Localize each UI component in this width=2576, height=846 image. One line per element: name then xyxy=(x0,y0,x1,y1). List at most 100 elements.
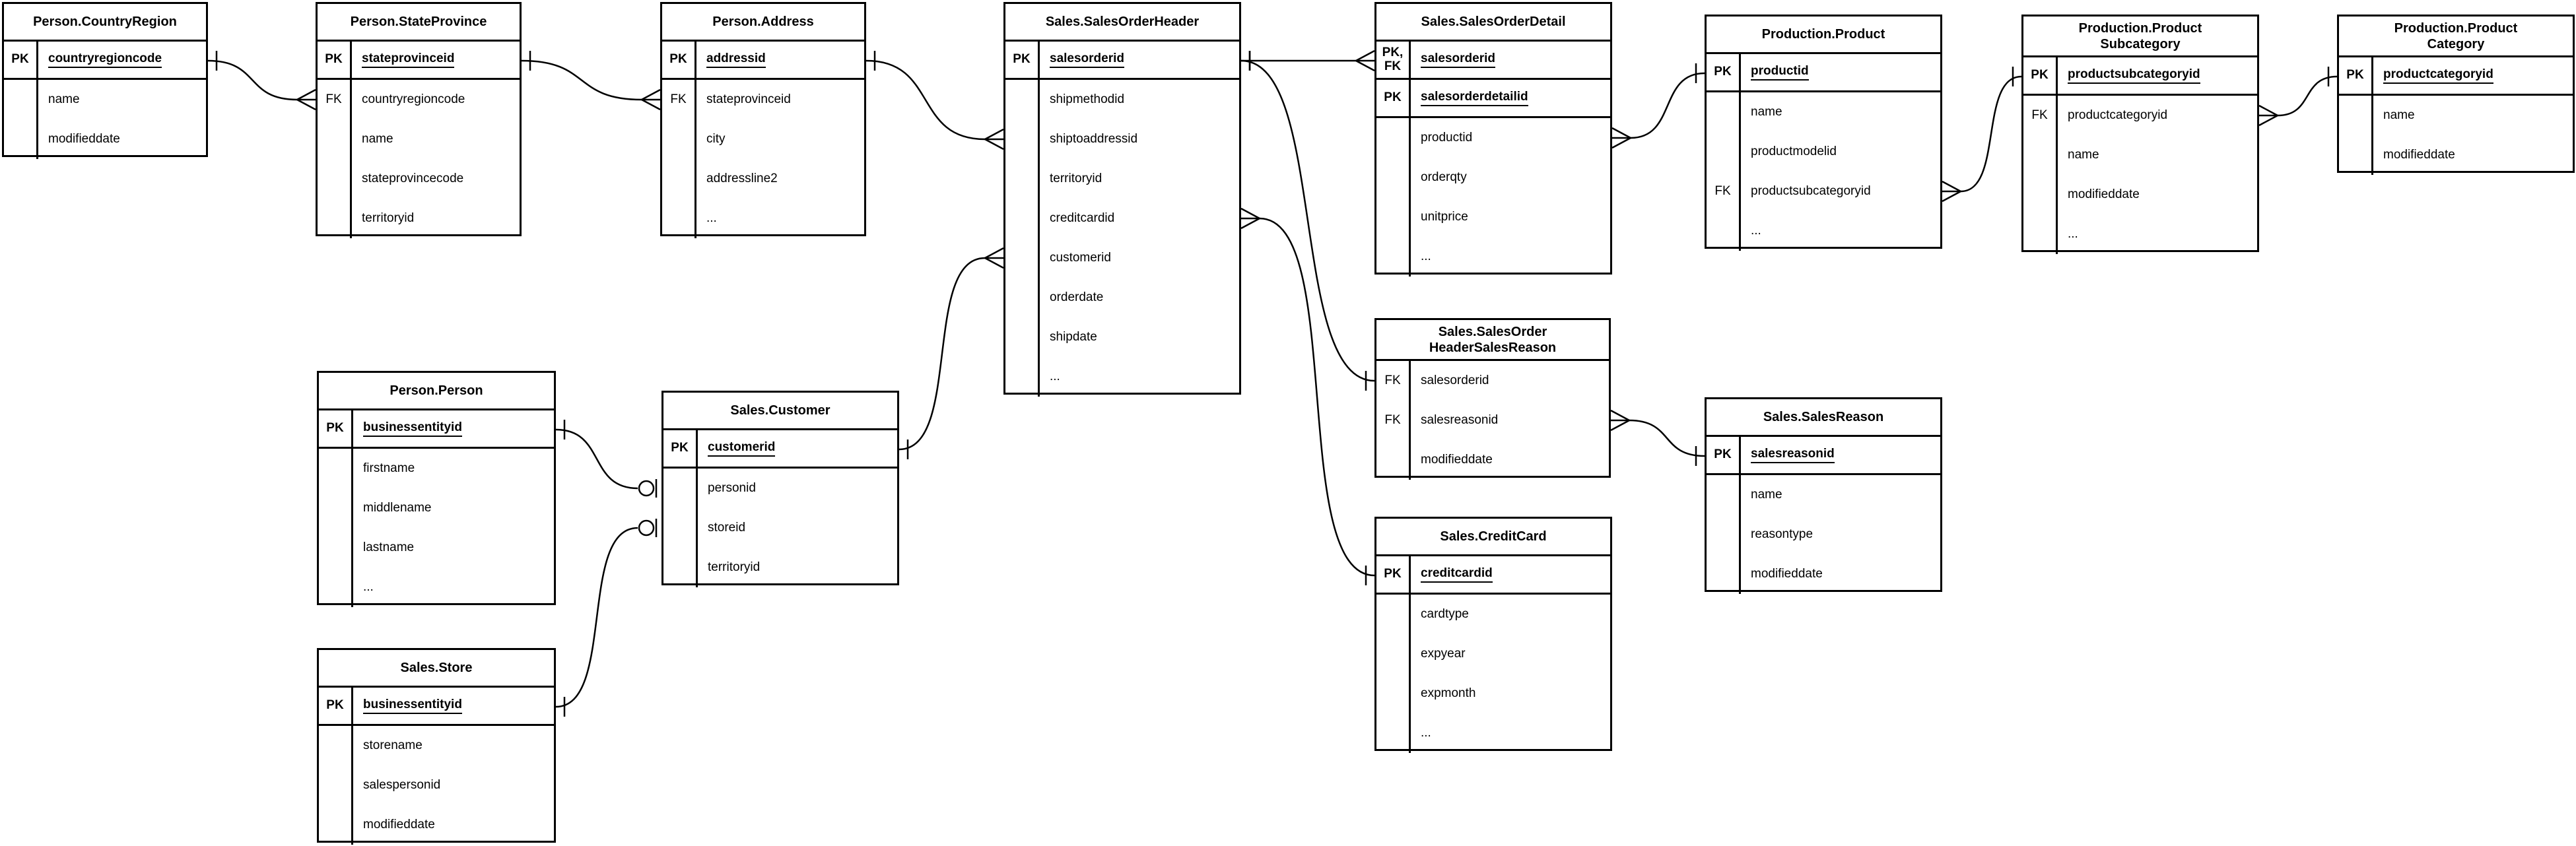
relationship-person-to-customer[interactable] xyxy=(555,420,658,498)
table-title-line: Sales.SalesOrder xyxy=(1438,324,1547,339)
table-title-line: Production.Product xyxy=(2394,20,2518,36)
column-row-stateprovincecode: stateprovincecode xyxy=(362,172,464,185)
relationship-salesreason-to-headersalesreason[interactable] xyxy=(1610,409,1705,466)
key-label: PK xyxy=(4,42,38,78)
table-title-line: Production.Product xyxy=(2078,20,2202,36)
column-row-name: name xyxy=(362,132,393,146)
relationship-line[interactable] xyxy=(1960,75,2022,193)
column-row-ellipsis: ... xyxy=(1751,224,1761,238)
relationship-line[interactable] xyxy=(521,59,642,101)
relationship-line[interactable] xyxy=(1259,217,1375,577)
relationship-line[interactable] xyxy=(2277,75,2338,117)
relationship-line[interactable] xyxy=(898,257,986,451)
relationship-customer-to-salesorderheader[interactable] xyxy=(898,247,1004,459)
table-title: Sales.SalesOrderHeader xyxy=(1005,4,1239,42)
body-label-column xyxy=(2339,96,2373,175)
table-title-line: HeaderSalesReason xyxy=(1429,340,1557,355)
body-label-column xyxy=(1376,595,1411,753)
crow-foot-many-icon xyxy=(984,257,1004,269)
column-row-ellipsis: ... xyxy=(1421,249,1431,263)
column-row-stateprovinceid: stateprovinceid xyxy=(706,92,791,106)
relationship-stateprovince-to-address[interactable] xyxy=(521,51,661,111)
body-label-column xyxy=(319,449,353,607)
key-column-name: salesorderdetailid xyxy=(1411,80,1610,116)
column-row-productcategoryid: productcategoryid xyxy=(2068,108,2168,122)
crow-foot-many-icon xyxy=(1240,217,1260,230)
relationship-store-to-customer[interactable] xyxy=(555,519,658,717)
key-column-text: productcategoryid xyxy=(2383,67,2493,84)
table-title-line: Production.Product xyxy=(1761,27,1885,42)
column-row-name: name xyxy=(1751,105,1782,119)
column-row-middlename: middlename xyxy=(363,501,432,515)
zero-circle-icon xyxy=(638,519,655,537)
relationship-salesorderheader-to-headersalesreason[interactable] xyxy=(1240,51,1375,391)
column-row-storename: storename xyxy=(363,738,423,752)
column-row-modifieddate: modifieddate xyxy=(1421,453,1493,467)
column-row-cardtype: cardtype xyxy=(1421,607,1469,621)
relationship-address-to-salesorderheader[interactable] xyxy=(865,51,1004,150)
key-column-name: productid xyxy=(1741,54,1940,90)
column-row-orderdate: orderdate xyxy=(1050,290,1104,304)
key-row-countryregioncode: PK countryregioncode xyxy=(4,42,206,80)
crow-foot-many-icon xyxy=(1355,59,1375,72)
key-column-name: stateprovinceid xyxy=(352,42,520,78)
column-row-addressline2: addressline2 xyxy=(706,172,778,185)
relationship-line[interactable] xyxy=(555,527,638,708)
relationship-product-to-salesorderdetail[interactable] xyxy=(1611,63,1705,149)
crow-foot-many-icon xyxy=(2258,114,2278,127)
relationship-line[interactable] xyxy=(865,59,986,141)
relationship-countryregion-to-stateprovince[interactable] xyxy=(207,51,316,111)
body-label-column xyxy=(1376,118,1411,277)
key-column-text: salesorderdetailid xyxy=(1421,90,1528,106)
relationship-category-to-subcategory[interactable] xyxy=(2258,67,2338,127)
column-row-shipmethodid: shipmethodid xyxy=(1050,92,1125,106)
relationship-subcategory-to-product[interactable] xyxy=(1942,67,2022,203)
relationship-line[interactable] xyxy=(1629,419,1705,457)
column-row-unitprice: unitprice xyxy=(1421,210,1468,224)
relationship-creditcard-to-salesorderheader[interactable] xyxy=(1240,207,1375,585)
table-title: Person.Address xyxy=(662,4,864,42)
table-title: Person.StateProvince xyxy=(318,4,520,42)
relationship-line[interactable] xyxy=(1630,72,1705,139)
crow-foot-many-icon xyxy=(296,98,316,111)
column-row-salesorderid: salesorderid xyxy=(1421,374,1489,387)
relationship-line[interactable] xyxy=(207,59,298,101)
key-column-text: addressid xyxy=(706,51,766,68)
key-label: PK xyxy=(662,42,696,78)
key-column-text: countryregioncode xyxy=(48,51,162,68)
table-title-line: Subcategory xyxy=(2100,36,2181,51)
fk-label: FK xyxy=(1714,184,1731,198)
column-row-ellipsis: ... xyxy=(1421,726,1431,740)
crow-foot-many-icon xyxy=(641,98,661,111)
relationship-line[interactable] xyxy=(555,428,638,490)
relationship-line[interactable] xyxy=(1240,59,1375,382)
key-column-name: creditcardid xyxy=(1411,556,1610,593)
